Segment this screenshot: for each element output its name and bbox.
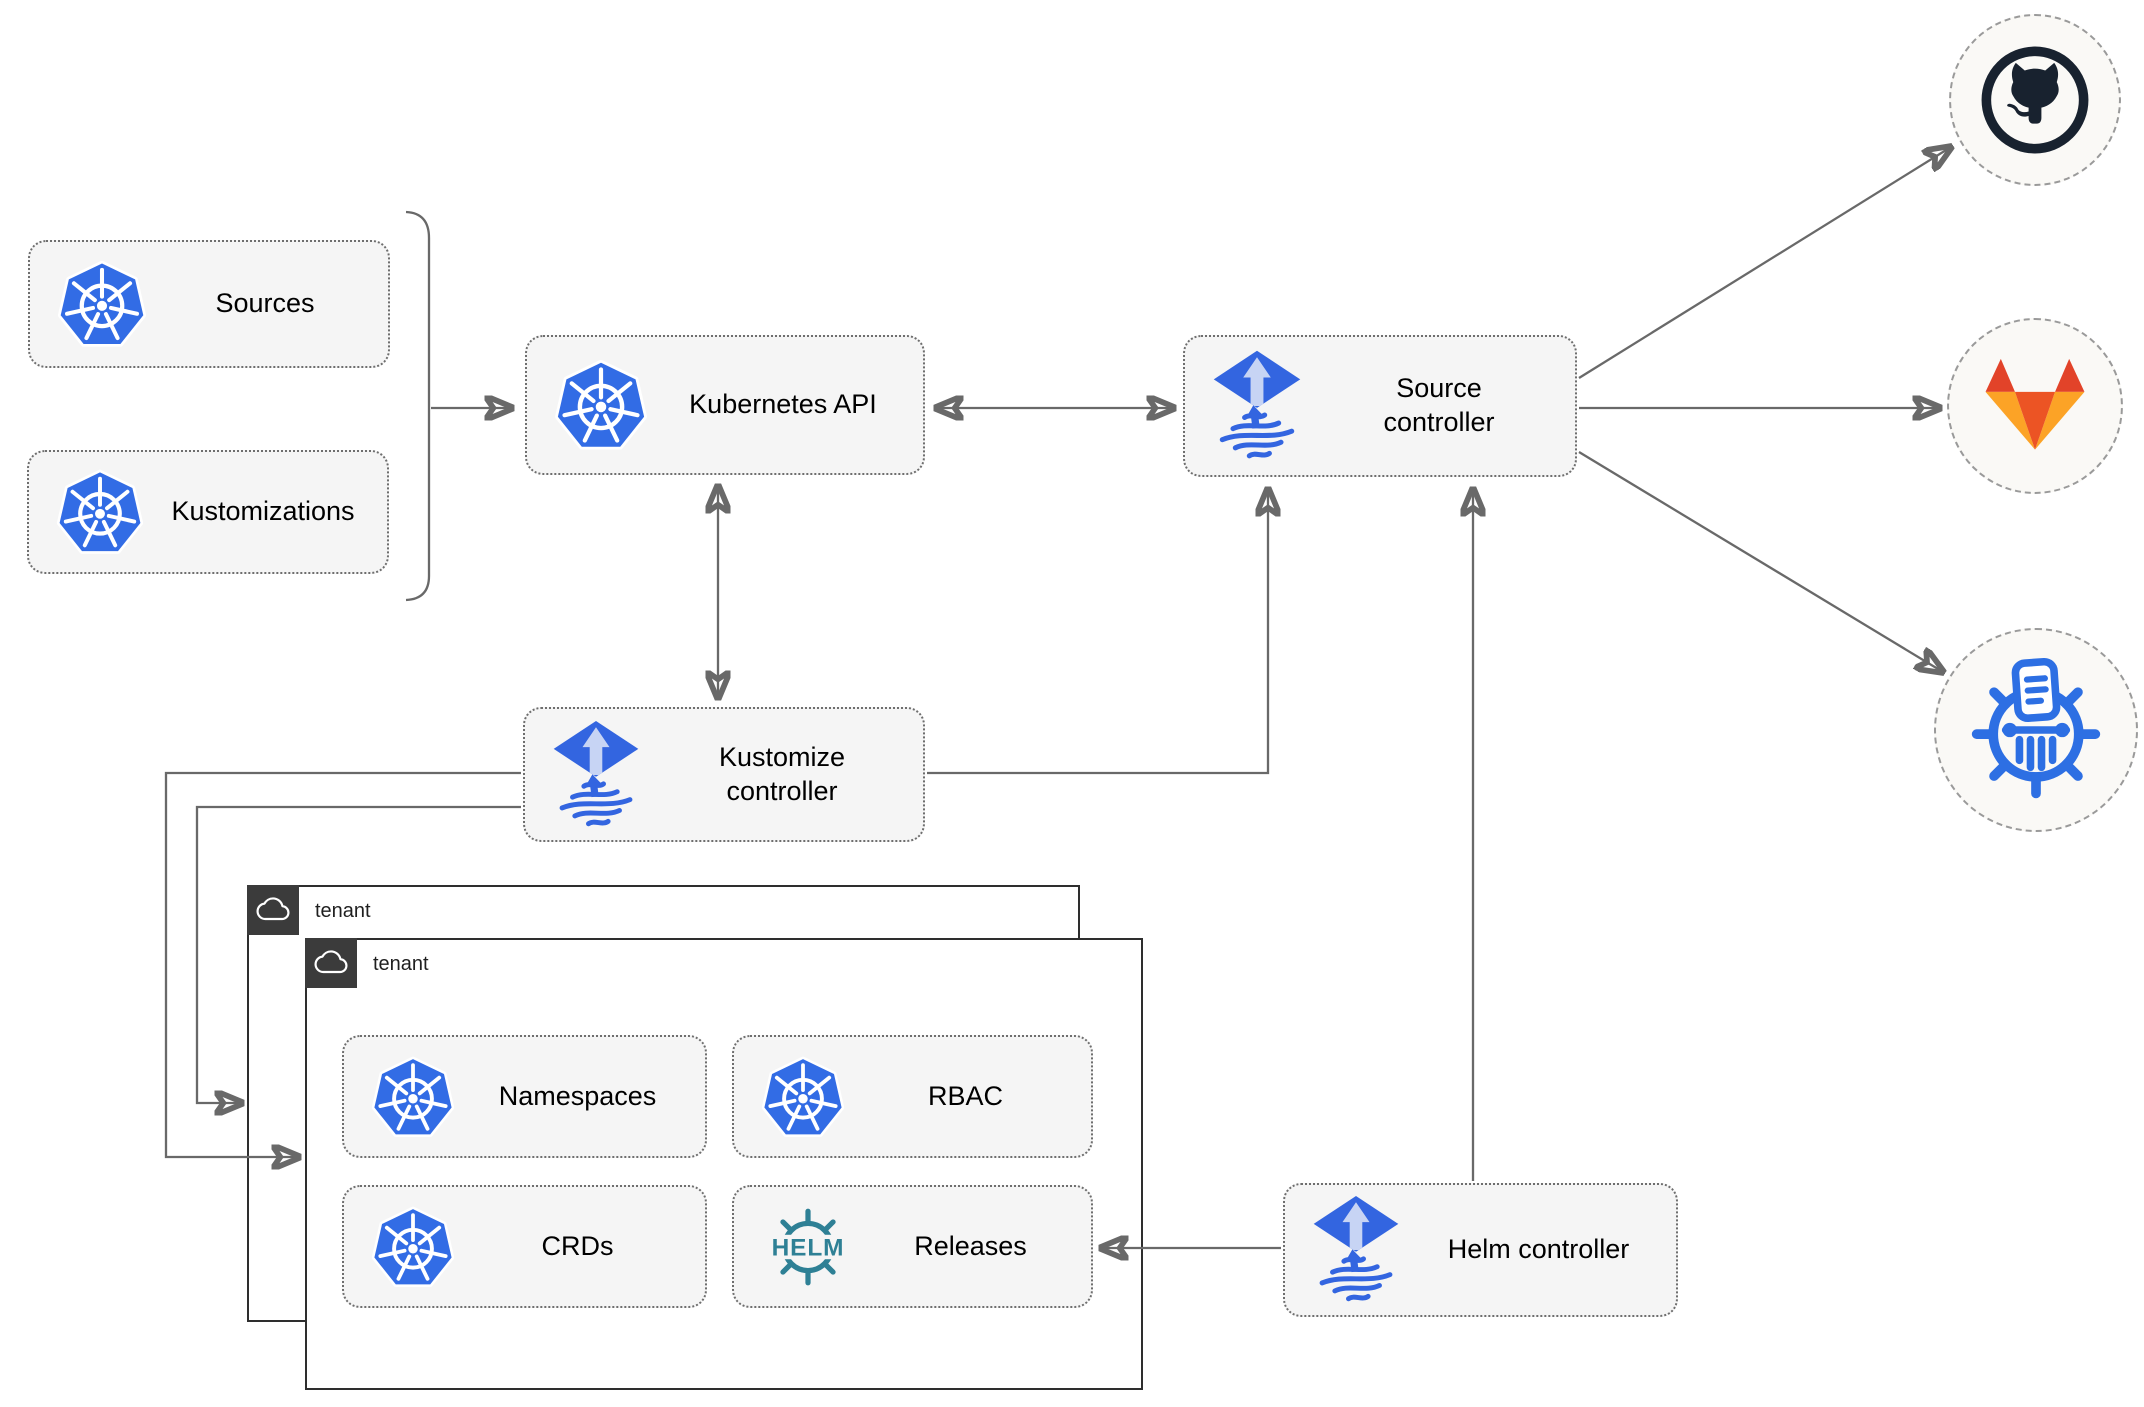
- node-helm-repository: [1934, 628, 2138, 832]
- node-label: Sources: [215, 288, 315, 319]
- node-label: Kustomizations: [171, 496, 355, 527]
- gitlab-icon: [1985, 358, 2085, 450]
- kubernetes-icon: [370, 1054, 456, 1140]
- flux-icon: [1211, 349, 1303, 463]
- node-gitlab: [1947, 318, 2123, 494]
- node-label: Kustomize controller: [718, 741, 846, 806]
- node-namespaces: Namespaces: [342, 1035, 707, 1158]
- edge-source-controller-to-github: [1578, 147, 1951, 379]
- kubernetes-icon: [553, 357, 649, 453]
- node-kubernetes-api: Kubernetes API: [525, 335, 925, 475]
- node-kustomizations: Kustomizations: [27, 450, 389, 574]
- helm-wordmark: HELM: [772, 1234, 845, 1261]
- edge-kustomize-controller-to-tenant-back: [195, 805, 521, 1103]
- node-source-controller: Source controller: [1183, 335, 1577, 477]
- edge-kustomize-controller-to-source-controller: [927, 489, 1268, 775]
- node-kustomize-controller: Kustomize controller: [523, 707, 925, 842]
- edge-kustomize-controller-to-tenant-front: [164, 771, 521, 1157]
- chartmuseum-icon: [1971, 657, 2101, 799]
- node-label: Namespaces: [498, 1080, 657, 1111]
- tenant-label: tenant: [373, 953, 429, 975]
- node-label: CRDs: [541, 1230, 614, 1261]
- kubernetes-icon: [55, 467, 145, 557]
- tenant-badge: [305, 938, 357, 988]
- node-crds: CRDs: [342, 1185, 707, 1308]
- tenant-label: tenant: [315, 900, 371, 922]
- helm-icon: HELM: [765, 1208, 851, 1285]
- edge-bracket: [405, 210, 431, 602]
- tenant-box-front: tenant: [305, 938, 1143, 1390]
- kubernetes-icon: [760, 1054, 846, 1140]
- github-icon: [1981, 46, 2089, 154]
- node-label: Source controller: [1383, 373, 1495, 437]
- kubernetes-icon: [56, 258, 148, 350]
- tenant-badge: [247, 885, 299, 935]
- kubernetes-icon: [370, 1204, 456, 1290]
- edge-source-controller-to-helm-repository: [1578, 451, 1943, 672]
- flux-icon: [551, 719, 641, 831]
- node-releases: HELM Releases: [732, 1185, 1093, 1308]
- node-sources: Sources: [28, 240, 390, 368]
- node-label: Helm controller: [1447, 1234, 1630, 1265]
- node-label: Kubernetes API: [689, 389, 877, 420]
- node-github: [1949, 14, 2121, 186]
- node-label: Releases: [914, 1230, 1027, 1261]
- flux-icon: [1311, 1194, 1401, 1306]
- node-rbac: RBAC: [732, 1035, 1093, 1158]
- node-label: RBAC: [927, 1080, 1003, 1111]
- node-helm-controller: Helm controller: [1283, 1183, 1678, 1317]
